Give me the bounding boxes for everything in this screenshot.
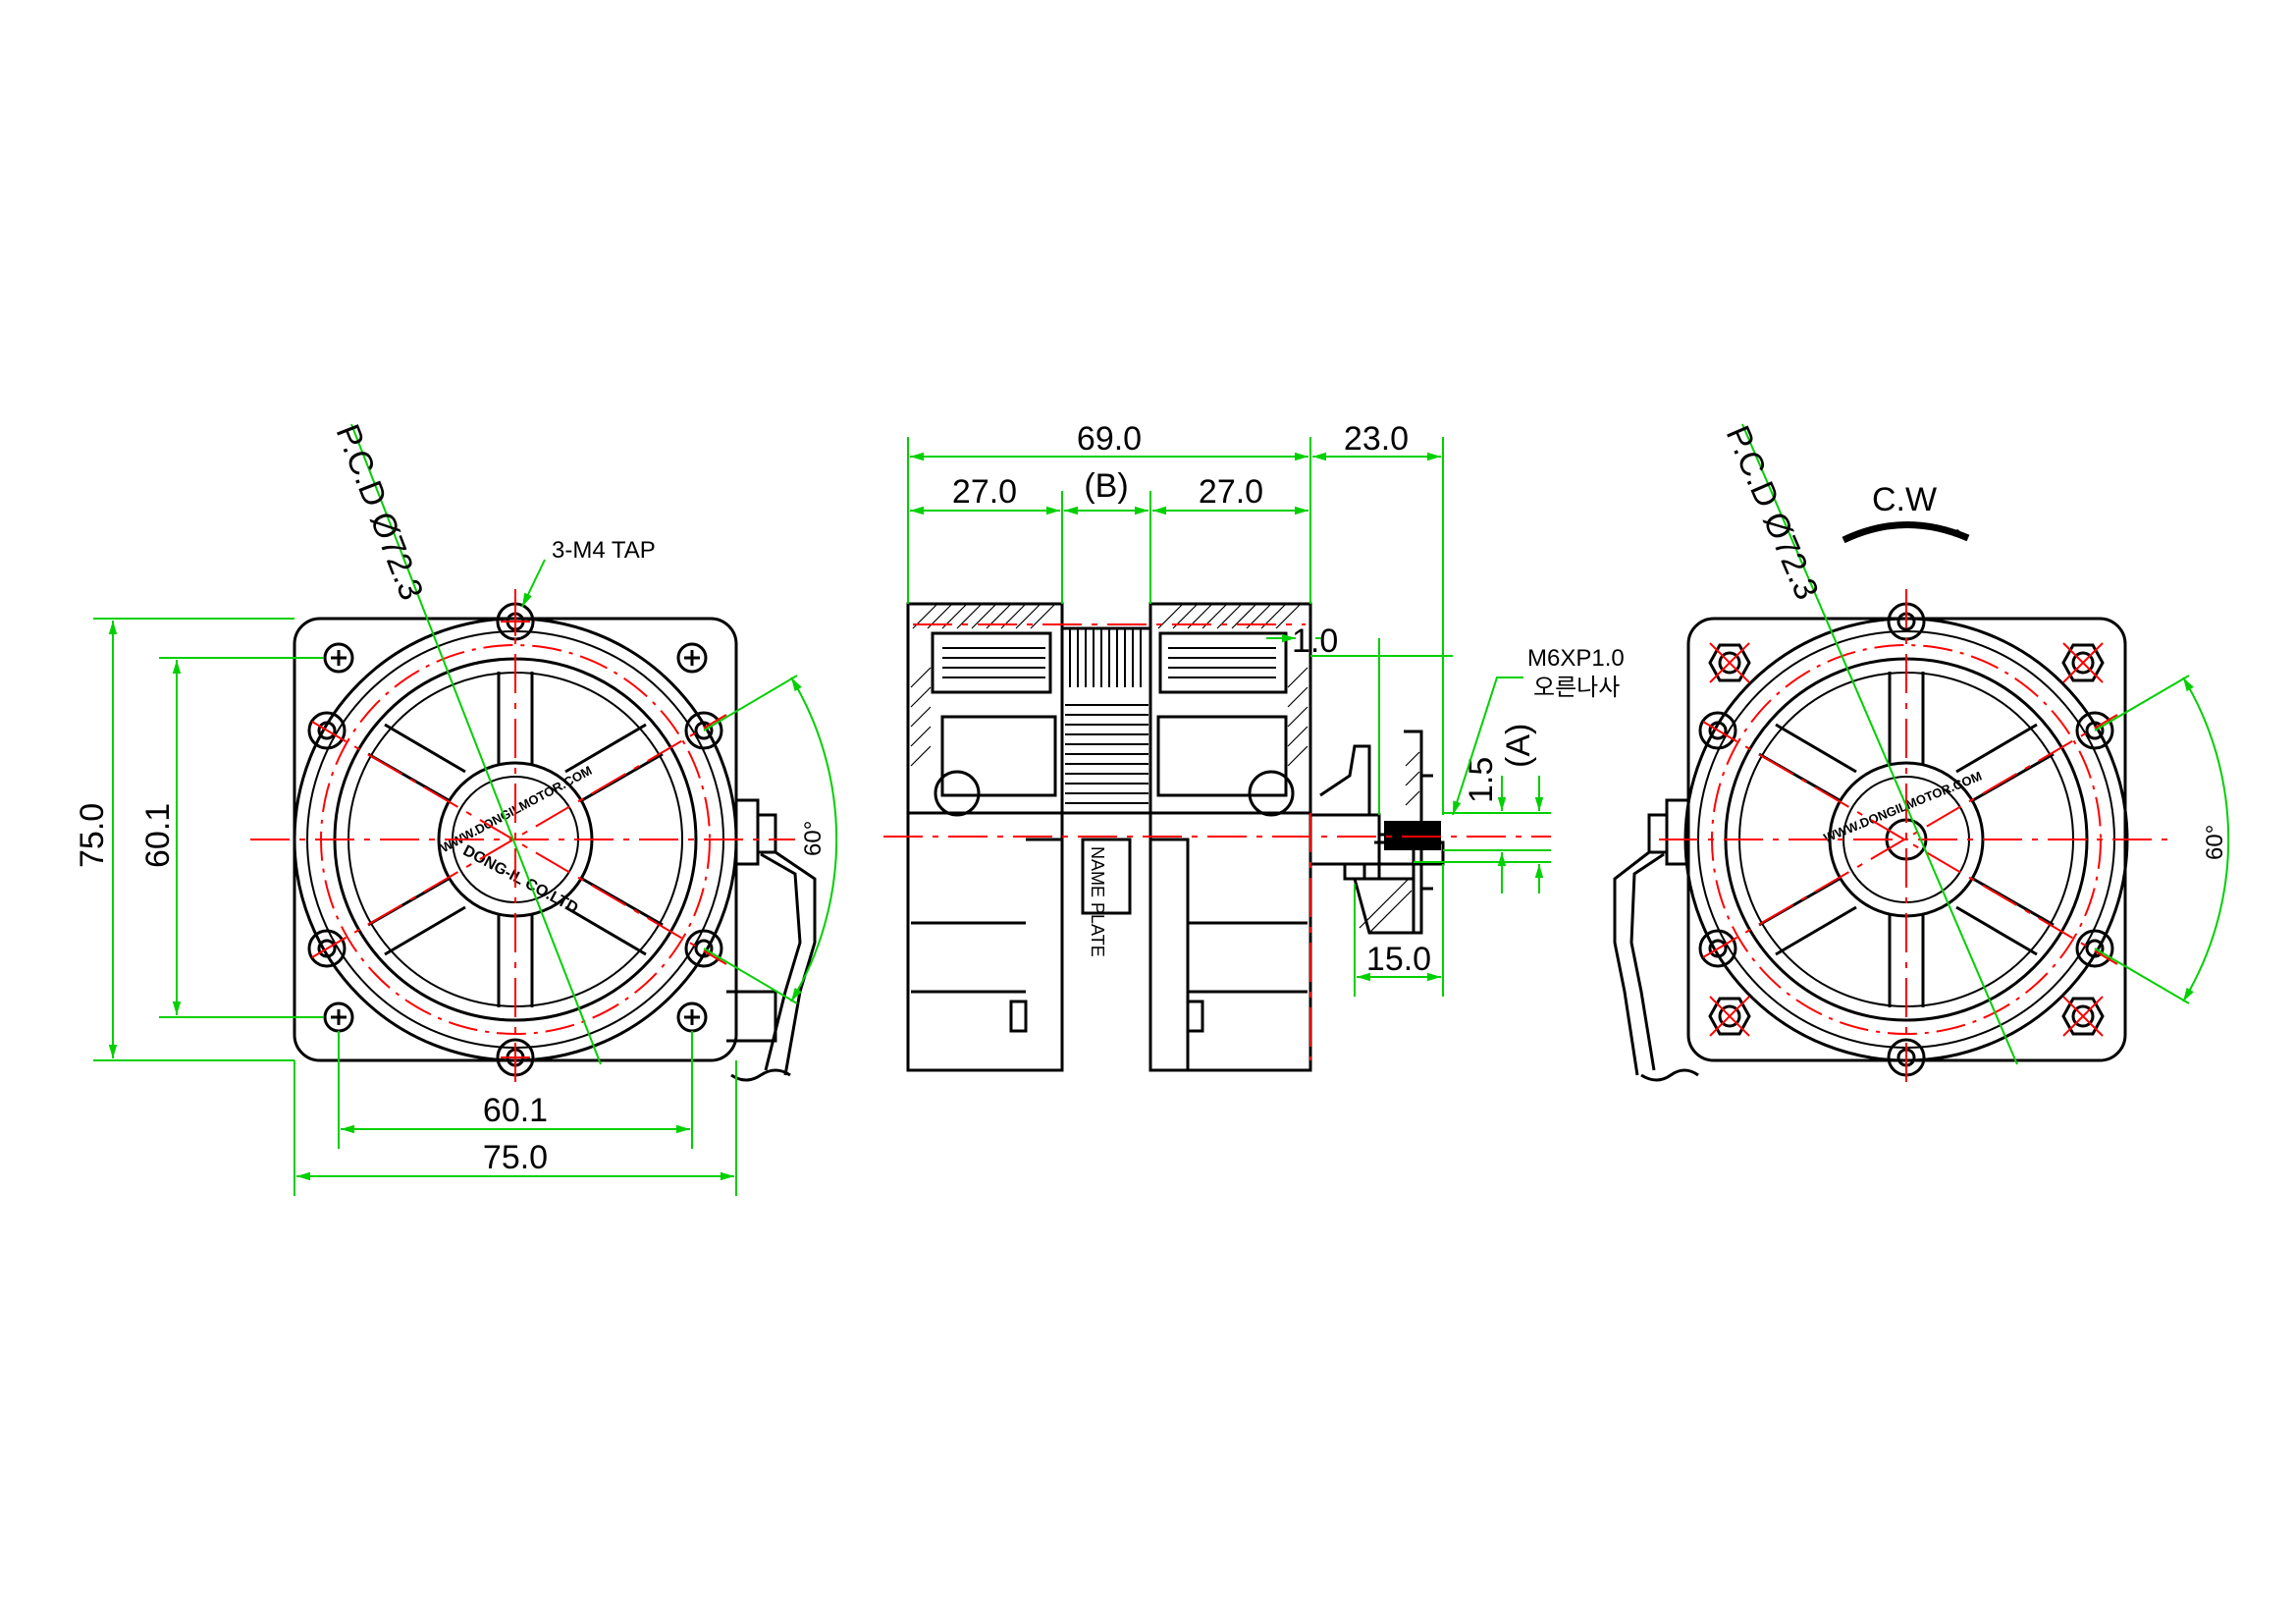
side-body-exterior xyxy=(906,811,1312,1072)
side-dim-a: (A) xyxy=(1500,724,1537,768)
back-rotation-label: C.W xyxy=(1872,481,1937,518)
front-corner-screw xyxy=(323,642,354,674)
side-thread-label: M6XP1.0 xyxy=(1527,645,1625,672)
back-cable-grommet xyxy=(1613,798,1699,1082)
side-dim-right: 27.0 xyxy=(1199,473,1263,511)
front-tap-label: 3-M4 TAP xyxy=(552,537,656,564)
side-dim-center: (B) xyxy=(1084,467,1128,505)
front-dim-width-inner: 60.1 xyxy=(483,1092,548,1129)
front-dim-height-inner: 60.1 xyxy=(139,803,177,868)
front-corner-screw xyxy=(676,642,708,674)
back-view: WWW.DONGILMOTOR.COM xyxy=(1613,420,2230,1090)
side-dim-shaft: 23.0 xyxy=(1344,420,1409,458)
side-thread-note: 오른나사 xyxy=(1533,675,1620,701)
back-corner-nut xyxy=(2061,643,2105,682)
front-tap-hole xyxy=(684,711,723,750)
back-corner-nut xyxy=(1708,997,1751,1036)
side-dim-flange: 1.0 xyxy=(1292,623,1338,660)
front-view: WWW.DONGILMOTOR.COM DONG-IL CO.LTD xyxy=(74,419,838,1196)
side-dim-step: 1.5 xyxy=(1463,757,1500,803)
side-dim-left: 27.0 xyxy=(952,473,1017,511)
side-dim-screw: 15.0 xyxy=(1366,941,1431,978)
back-pcd-label: P.C.D Ø72.3 xyxy=(1719,420,1826,605)
front-pcd-label: P.C.D Ø72.3 xyxy=(329,419,431,605)
front-dim-width-outer: 75.0 xyxy=(483,1139,548,1176)
side-nameplate xyxy=(1081,838,1132,915)
front-tap-hole xyxy=(684,929,723,968)
front-dim-height-outer: 75.0 xyxy=(74,803,111,868)
side-view: NAME PLATE 69.0 23.0 xyxy=(883,420,1625,1072)
back-corner-nut xyxy=(1708,643,1751,682)
side-dim-total: 69.0 xyxy=(1077,420,1142,458)
front-tap-hole xyxy=(307,711,347,750)
back-corner-nut xyxy=(2061,997,2105,1036)
back-angle-label: 60° xyxy=(2202,825,2228,860)
back-rotation-arrow xyxy=(1842,521,1970,544)
front-angle-label: 60° xyxy=(800,821,827,856)
front-tap-hole xyxy=(307,929,347,968)
side-nameplate-label: NAME PLATE xyxy=(1088,846,1107,957)
